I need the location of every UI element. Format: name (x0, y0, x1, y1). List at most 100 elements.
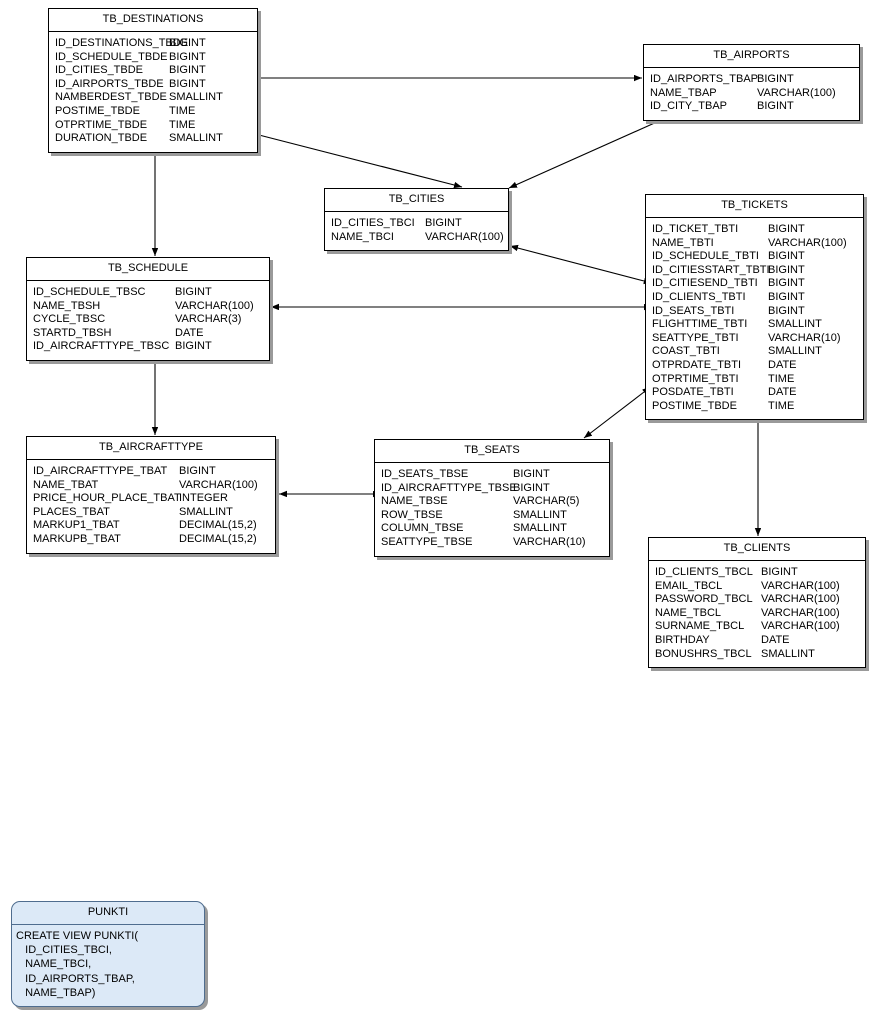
attribute-name: ID_AIRCRAFTTYPE_TBSE (381, 481, 517, 494)
view-definition: CREATE VIEW PUNKTI( ID_CITIES_TBCI, NAME… (12, 925, 204, 1006)
attribute-row: EMAIL_TBCL VARCHAR(100) (649, 580, 865, 594)
rel-tickets-cities (509, 244, 652, 285)
attribute-name: NAME_TBSE (381, 495, 448, 508)
attribute-name: EMAIL_TBCL (655, 579, 723, 592)
attribute-type: DATE (175, 326, 204, 339)
attribute-type: VARCHAR(100) (761, 579, 840, 592)
attribute-type: SMALLINT (169, 91, 223, 104)
attribute-name: BIRTHDAY (655, 633, 710, 646)
attribute-type: VARCHAR(10) (768, 331, 841, 344)
view-definition-line: NAME_TBCI, (16, 958, 92, 971)
attribute-type: SMALLINT (513, 508, 567, 521)
attribute-type: DECIMAL(15,2) (179, 532, 257, 545)
attribute-name: PLACES_TBAT (33, 505, 110, 518)
attribute-type: BIGINT (169, 37, 206, 49)
attribute-type: VARCHAR(100) (768, 236, 847, 249)
attribute-name: ID_SCHEDULE_TBTI (652, 250, 759, 263)
attribute-type: VARCHAR(100) (761, 593, 840, 606)
attribute-type: BIGINT (175, 286, 212, 298)
attribute-type: BIGINT (757, 100, 794, 113)
attribute-name: OTPRTIME_TBDE (55, 118, 148, 131)
attribute-name: MARKUPB_TBAT (33, 532, 121, 545)
attribute-name: SEATTYPE_TBTI (652, 331, 739, 344)
attribute-name: ID_CLIENTS_TBCL (655, 566, 753, 578)
attribute-type: BIGINT (179, 465, 216, 477)
attribute-name: ID_SEATS_TBSE (381, 468, 469, 480)
attribute-name: BONUSHRS_TBCL (655, 647, 752, 660)
attribute-row: MARKUPB_TBAT DECIMAL(15,2) (27, 533, 275, 547)
attribute-name: NAME_TBAT (33, 478, 99, 491)
view-title: PUNKTI (12, 902, 204, 925)
attribute-row: BIRTHDAY DATE (649, 634, 865, 648)
attribute-type: BIGINT (513, 481, 550, 494)
attribute-row: NAME_TBCL VARCHAR(100) (649, 607, 865, 621)
attribute-type: VARCHAR(5) (513, 495, 580, 508)
attribute-type: TIME (169, 118, 196, 131)
attribute-row: CYCLE_TBSC VARCHAR(3) (27, 313, 269, 327)
rel-airports-cities (508, 113, 676, 189)
attribute-row: STARTD_TBSH DATE (27, 327, 269, 341)
attribute-type: BIGINT (169, 64, 206, 77)
attribute-type: BIGINT (768, 304, 805, 317)
attribute-type: BIGINT (768, 223, 805, 235)
attribute-name: POSDATE_TBTI (652, 386, 734, 399)
attribute-name: ID_CITIES_TBCI (331, 217, 415, 229)
attribute-name: ID_CITIESEND_TBTI (652, 277, 758, 290)
attribute-type: VARCHAR(3) (175, 313, 242, 326)
attribute-type: VARCHAR(10) (513, 535, 586, 548)
attribute-type: BIGINT (768, 277, 805, 290)
attribute-row: NAME_TBSE VARCHAR(5) (375, 495, 609, 509)
attribute-row: ID_CITIESEND_TBTI BIGINT (646, 277, 863, 291)
attribute-name: NAME_TBCI (331, 230, 394, 243)
rel-destinations-cities (251, 131, 463, 189)
attribute-name: STARTD_TBSH (33, 326, 112, 339)
entity-title: TB_DESTINATIONS (49, 9, 257, 32)
attribute-name: ID_AIRPORTS_TBAP (650, 73, 758, 85)
attribute-type: BIGINT (768, 290, 805, 303)
attribute-name: CYCLE_TBSC (33, 313, 106, 326)
attribute-type: BIGINT (425, 217, 462, 229)
attribute-type: VARCHAR(100) (757, 86, 836, 99)
attribute-type: VARCHAR(100) (761, 606, 840, 619)
attribute-name: POSTIME_TBDE (652, 399, 737, 412)
attribute-type: DATE (761, 633, 790, 646)
attribute-name: NAME_TBCL (655, 606, 722, 619)
attribute-type: SMALLINT (768, 345, 822, 358)
attribute-name: NAME_TBTI (652, 236, 714, 249)
